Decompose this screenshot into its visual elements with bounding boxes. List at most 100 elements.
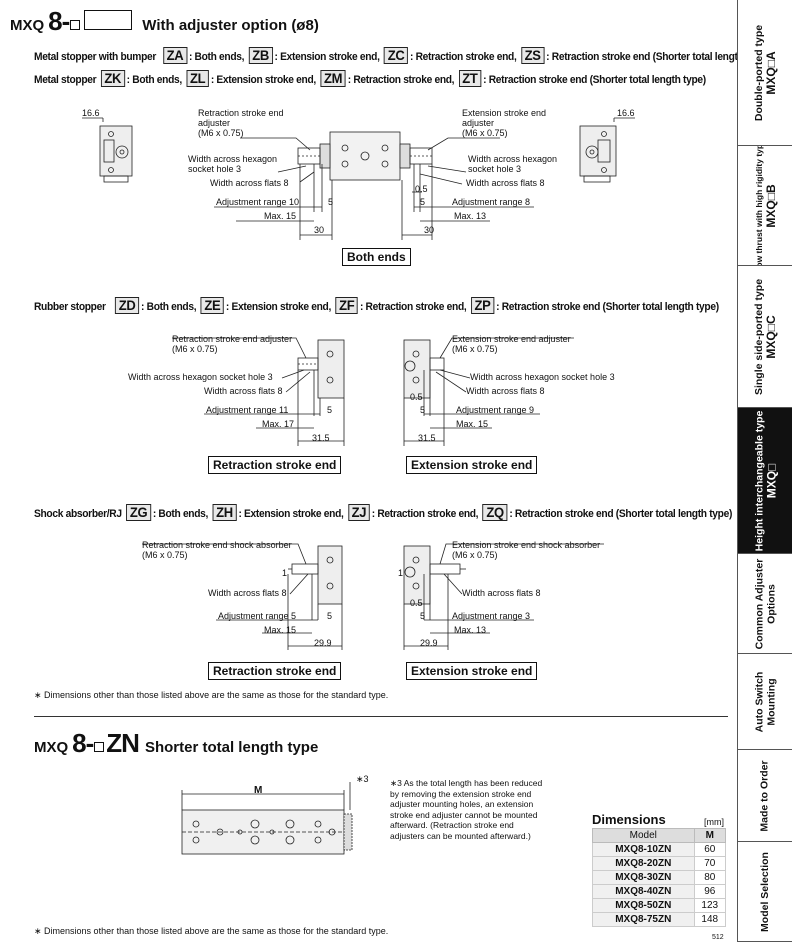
fig2-right-len: 31.5: [418, 433, 436, 443]
fig1-adj-left: Adjustment range 10: [216, 197, 300, 207]
fig2-drawing: [172, 337, 574, 446]
fig2-right-adj-2: (M6 x 0.75): [452, 344, 498, 354]
fig2-right-caption: Extension stroke end: [406, 456, 538, 474]
code-zk: ZK: [100, 70, 125, 87]
fig2-left-caption: Retraction stroke end: [208, 456, 342, 474]
fig3-left-body: [142, 543, 343, 650]
code-ze: ZE: [200, 297, 225, 314]
fig3-left-flats: Width across flats 8: [208, 588, 287, 598]
fig3-right-sa-1: Extension stroke end shock absorber: [452, 540, 601, 550]
fig3-left-caption: Retraction stroke end: [208, 662, 342, 680]
code-zp: ZP: [470, 297, 495, 314]
note-standard-1: ∗ Dimensions other than those listed abo…: [34, 690, 389, 700]
fig3-left-one: 1: [282, 568, 288, 578]
fig1-ext-adj-2: adjuster: [462, 118, 495, 128]
dimensions-unit: [mm]: [704, 817, 724, 827]
fig3-left-sa-1: Retraction stroke end shock absorber: [142, 540, 292, 550]
section2-model: 8-: [72, 728, 94, 758]
page-number: 512: [712, 934, 724, 941]
fig2-right-adj: Adjustment range 9: [456, 405, 535, 415]
fig3-left-adj: Adjustment range 5: [218, 611, 297, 621]
fig1-hex-r2: socket hole 3: [468, 164, 522, 174]
fig2-left-body: [172, 337, 345, 446]
fig2-right-hex: Width across hexagon socket hole 3: [470, 372, 615, 382]
fig1-max-right: Max. 13: [454, 211, 487, 221]
fig3-right-len: 29.9: [420, 638, 438, 648]
code-zj: ZJ: [347, 504, 370, 521]
fig1-flats-left: Width across flats 8: [210, 178, 289, 188]
code-zh: ZH: [212, 504, 237, 521]
fig2-left-flats: Width across flats 8: [204, 386, 283, 396]
section2-suffix: ZN: [106, 728, 140, 758]
fig1-left-width: 16.6: [82, 108, 100, 118]
fig2-left-len: 31.5: [312, 433, 330, 443]
fig2-left-max: Max. 17: [262, 419, 295, 429]
dimensions-title: Dimensions: [592, 812, 666, 827]
fig3-left-max: Max. 15: [264, 625, 297, 635]
fig1-ext-adj-1: Extension stroke end: [462, 108, 547, 118]
fig1-len-left: 30: [314, 225, 325, 235]
right-end-view: [579, 117, 635, 183]
fig1-right-width: 16.6: [617, 108, 635, 118]
code-zg: ZG: [126, 504, 151, 521]
zn-m-label: M: [254, 785, 263, 796]
fig2-right-gap: 0.5: [410, 392, 423, 402]
fig3-right-sa-2: (M6 x 0.75): [452, 550, 498, 560]
option-line-3: Rubber stopper ZD: Both ends, ZE: Extens…: [34, 297, 719, 314]
left-end-view: [82, 117, 133, 183]
fig2-right-flats: Width across flats 8: [466, 386, 545, 396]
code-zm: ZM: [320, 70, 346, 87]
fig3-right-body: [403, 543, 604, 650]
fig1-adj-right-val: 5: [420, 197, 426, 207]
fig3-left-len: 29.9: [314, 638, 332, 648]
fig2-right-adj-1: Extension stroke end adjuster: [452, 334, 571, 344]
fig1-caption: Both ends: [342, 248, 411, 266]
fig3-drawing: [142, 543, 604, 650]
fig2-left-adj: Adjustment range 11: [206, 405, 289, 415]
section2-title: MXQ 8- ZN Shorter total length type: [34, 728, 318, 759]
fig1-drawing: [82, 117, 635, 240]
fig2-left-hex: Width across hexagon socket hole 3: [128, 372, 273, 382]
fig1-hex-l1: Width across hexagon: [188, 154, 278, 164]
code-zt: ZT: [458, 70, 482, 87]
table-header-row: Model M: [592, 828, 727, 843]
fig2-right-adj-val: 5: [420, 405, 426, 415]
fig1-gap: 0.5: [415, 184, 428, 194]
tab-model-selection[interactable]: Model Selection: [737, 842, 792, 942]
tab-made-to-order[interactable]: Made to Order: [737, 750, 792, 842]
fig1-hex-l2: socket hole 3: [188, 164, 242, 174]
fig3-right-max: Max. 13: [454, 625, 487, 635]
section2-title-text: Shorter total length type: [144, 739, 319, 756]
fig1-flats-right: Width across flats 8: [466, 178, 545, 188]
zn-note-paragraph: ∗3 As the total length has been reduced …: [390, 778, 543, 841]
header-m: M: [693, 828, 727, 843]
page-title: MXQ 8- With adjuster option (ø8): [10, 6, 319, 37]
fig3-right-caption: Extension stroke end: [406, 662, 538, 680]
fig2-right-body: [403, 337, 574, 446]
fig1-body: [214, 131, 534, 240]
fig3-left-adj-val: 5: [327, 611, 333, 621]
fig1-max-left: Max. 15: [264, 211, 297, 221]
option-line-1: Metal stopper with bumper ZA: Both ends,…: [34, 47, 769, 64]
fig3-right-one: 1: [398, 568, 404, 578]
fig3-left-sa-2: (M6 x 0.75): [142, 550, 188, 560]
note-standard-2: ∗ Dimensions other than those listed abo…: [34, 926, 389, 936]
title-prefix: MXQ: [10, 17, 45, 34]
fig1-ext-adj-3: (M6 x 0.75): [462, 128, 508, 138]
zn-ref3: ∗3: [356, 774, 369, 784]
fig1-ret-adj-2: adjuster: [198, 118, 231, 128]
code-zd: ZD: [115, 297, 140, 314]
option-box: [84, 10, 133, 30]
code-za: ZA: [162, 47, 188, 64]
